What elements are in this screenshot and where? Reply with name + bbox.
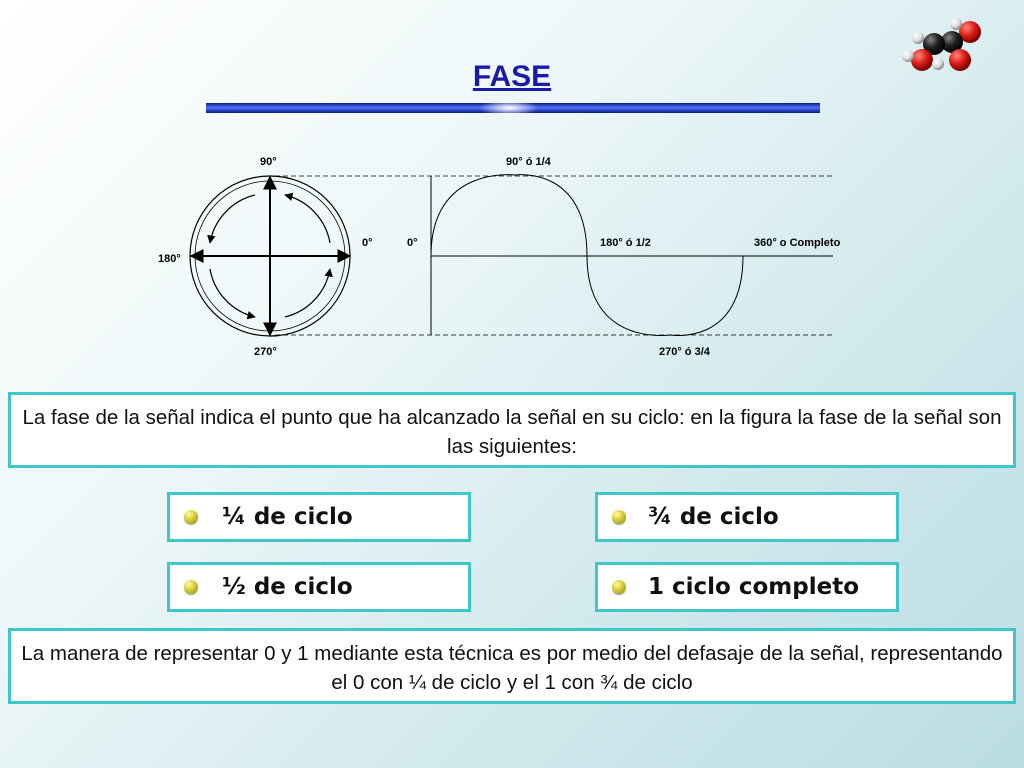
option-label: ¼ de ciclo <box>222 504 353 530</box>
wave-label-90: 90° ó 1/4 <box>506 156 552 168</box>
wave-label-360: 360° o Completo <box>754 237 841 249</box>
circle-label-270: 270° <box>254 346 277 358</box>
footer-note-box: La manera de representar 0 y 1 mediante … <box>8 628 1016 704</box>
option-label: 1 ciclo completo <box>648 574 859 600</box>
title-underline-bar <box>206 100 820 116</box>
option-label: ¾ de ciclo <box>648 504 779 530</box>
bullet-icon <box>612 580 626 594</box>
bullet-icon <box>184 580 198 594</box>
page-title: FASE <box>472 60 552 93</box>
wave-label-0: 0° <box>407 237 418 249</box>
option-quarter-cycle: ¼ de ciclo <box>167 492 471 542</box>
molecule-logo <box>902 18 981 71</box>
description-box: La fase de la señal indica el punto que … <box>8 392 1016 468</box>
phase-diagram: 90° 180° 0° 270° 0° 90° ó 1/4 180° ó 1/2… <box>158 156 841 358</box>
option-half-cycle: ½ de ciclo <box>167 562 471 612</box>
phase-circle <box>189 175 352 337</box>
option-full-cycle: 1 ciclo completo <box>595 562 899 612</box>
circle-label-180: 180° <box>158 253 181 265</box>
sine-wave <box>430 174 744 337</box>
option-three-quarter-cycle: ¾ de ciclo <box>595 492 899 542</box>
wave-label-270: 270° ó 3/4 <box>659 346 711 358</box>
wave-label-180: 180° ó 1/2 <box>600 237 651 249</box>
option-label: ½ de ciclo <box>222 574 353 600</box>
circle-label-90: 90° <box>260 156 277 168</box>
circle-label-0: 0° <box>362 237 373 249</box>
bullet-icon <box>184 510 198 524</box>
bullet-icon <box>612 510 626 524</box>
